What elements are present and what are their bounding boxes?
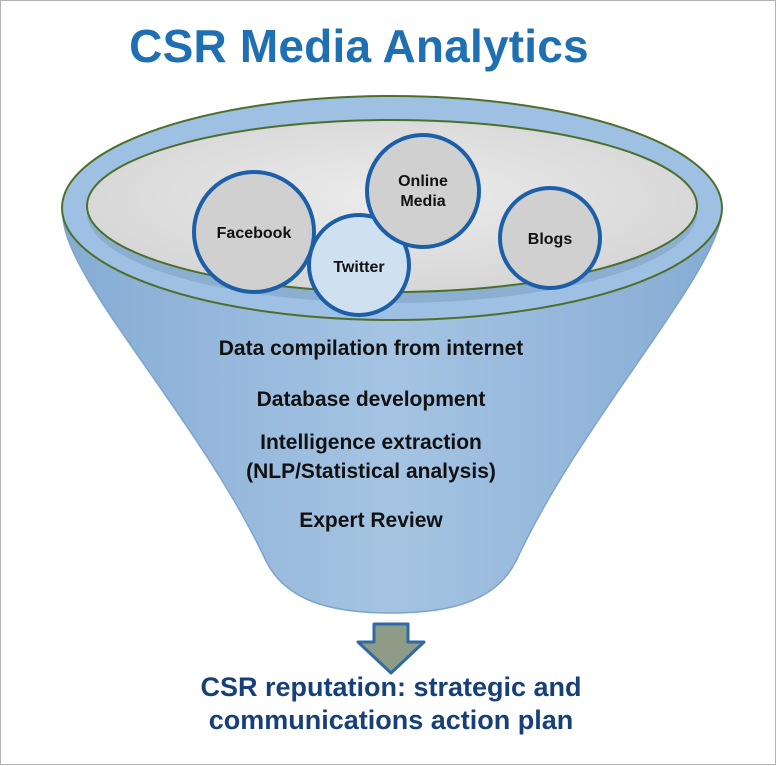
online-media-label-line1: Online — [398, 173, 448, 190]
funnel-cone — [62, 216, 722, 614]
twitter-label: Twitter — [333, 259, 384, 276]
diagram-title: CSR Media Analytics — [129, 20, 589, 72]
blogs-label: Blogs — [528, 231, 573, 248]
step-data-compilation: Data compilation from internet — [218, 337, 524, 360]
step-database-development: Database development — [256, 388, 486, 411]
outcome-line1: CSR reputation: strategic and — [200, 672, 582, 702]
online-media-bubble: Online Media — [365, 133, 481, 249]
outcome-line2: communications action plan — [208, 705, 574, 735]
facebook-bubble: Facebook — [192, 170, 316, 294]
step-expert-review: Expert Review — [299, 509, 443, 532]
twitter-bubble: Twitter — [307, 213, 411, 317]
step-intelligence-extraction-detail: (NLP/Statistical analysis) — [246, 460, 496, 483]
down-arrow-icon — [356, 622, 426, 675]
blogs-bubble: Blogs — [498, 186, 602, 290]
facebook-label: Facebook — [217, 225, 292, 242]
online-media-label-line2: Media — [400, 193, 445, 210]
step-intelligence-extraction: Intelligence extraction — [260, 431, 482, 454]
